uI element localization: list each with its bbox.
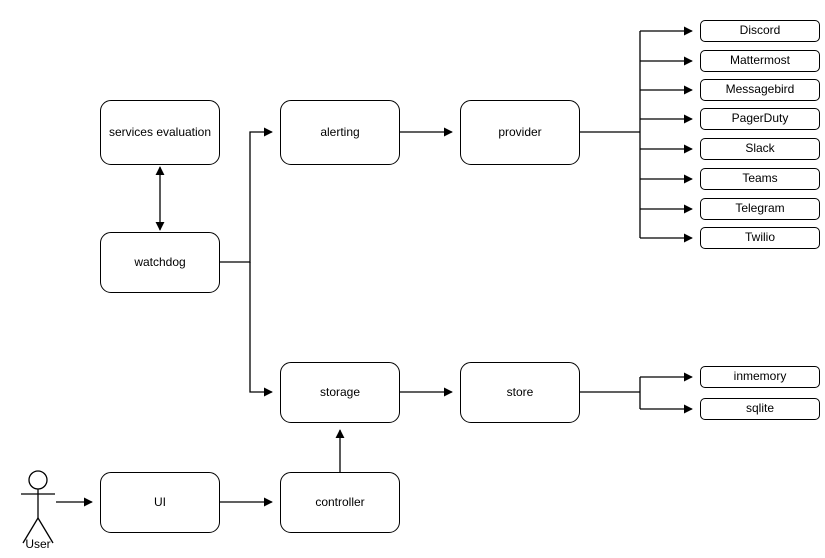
node-teams[interactable]: Teams: [700, 168, 820, 190]
node-label: services evaluation: [108, 124, 212, 139]
node-label: Discord: [739, 23, 781, 38]
node-alerting[interactable]: alerting: [280, 100, 400, 165]
node-mattermost[interactable]: Mattermost: [700, 50, 820, 72]
user-actor-figure: [21, 470, 55, 544]
node-label: store: [506, 384, 534, 399]
node-label: PagerDuty: [731, 111, 789, 126]
node-label: watchdog: [134, 254, 186, 269]
node-discord[interactable]: Discord: [700, 20, 820, 42]
node-label: alerting: [320, 124, 360, 139]
node-label: Teams: [742, 171, 778, 186]
node-ui[interactable]: UI: [100, 472, 220, 533]
node-label: UI: [154, 494, 166, 509]
node-sqlite[interactable]: sqlite: [700, 398, 820, 420]
node-messagebird[interactable]: Messagebird: [700, 79, 820, 101]
node-label: storage: [319, 384, 361, 399]
node-label: sqlite: [745, 401, 774, 416]
node-pagerduty[interactable]: PagerDuty: [700, 108, 820, 130]
node-label: Mattermost: [729, 53, 790, 68]
node-slack[interactable]: Slack: [700, 138, 820, 160]
node-label: Messagebird: [725, 82, 795, 97]
node-provider[interactable]: provider: [460, 100, 580, 165]
node-telegram[interactable]: Telegram: [700, 198, 820, 220]
node-watchdog[interactable]: watchdog: [100, 232, 220, 293]
node-twilio[interactable]: Twilio: [700, 227, 820, 249]
node-label: inmemory: [733, 369, 787, 384]
edge-watchdog-alerting: [220, 127, 273, 263]
node-store[interactable]: store: [460, 362, 580, 423]
edge-watchdog-storage: [249, 262, 273, 397]
node-label: provider: [498, 124, 542, 139]
node-label: Slack: [745, 141, 775, 156]
node-storage[interactable]: storage: [280, 362, 400, 423]
user-actor-label: User: [25, 537, 51, 551]
node-controller[interactable]: controller: [280, 472, 400, 533]
node-inmemory[interactable]: inmemory: [700, 366, 820, 388]
node-label: controller: [315, 494, 365, 509]
node-label: Twilio: [744, 230, 775, 245]
node-label: Telegram: [735, 201, 785, 216]
node-services-evaluation[interactable]: services evaluation: [100, 100, 220, 165]
